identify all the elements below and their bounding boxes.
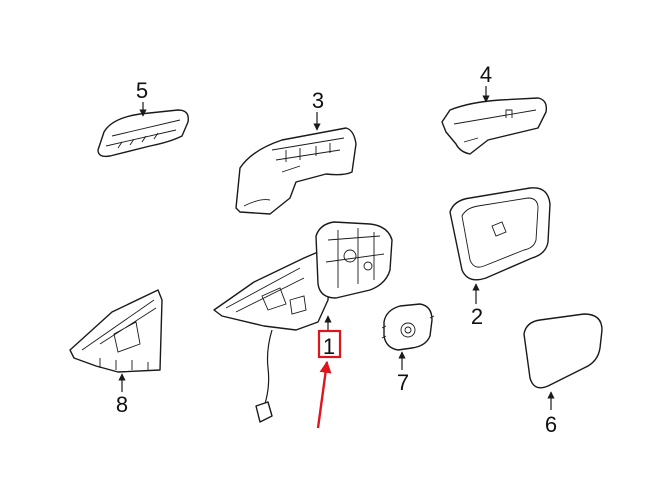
callout-5: 5 (136, 78, 148, 117)
callout-4-label: 4 (480, 62, 492, 87)
callout-8-label: 8 (116, 392, 128, 417)
callout-1: 1 (323, 315, 335, 359)
callout-3-label: 3 (312, 88, 324, 113)
callout-5-label: 5 (136, 78, 148, 103)
part-3-housing-cover (235, 127, 357, 215)
part-6-mirror-glass (523, 313, 603, 389)
part-2-glass-frame (449, 187, 551, 281)
callout-2-label: 2 (471, 304, 483, 329)
callout-7-label: 7 (397, 370, 409, 395)
callout-4: 4 (480, 62, 492, 103)
callout-3: 3 (312, 88, 324, 131)
part-8-sail-trim (69, 289, 163, 373)
callout-2: 2 (471, 283, 483, 329)
callout-1-highlight (316, 329, 342, 429)
callout-8: 8 (116, 373, 128, 417)
part-1-mirror-assembly (213, 221, 393, 423)
part-4-upper-cover (441, 97, 548, 155)
callout-6-label: 6 (545, 412, 557, 437)
callout-1-label: 1 (323, 334, 335, 359)
highlight-box (317, 329, 342, 359)
callout-6: 6 (545, 391, 557, 437)
callout-7: 7 (397, 351, 409, 395)
highlight-arrow (316, 360, 332, 429)
part-5-cover-trim (97, 109, 189, 158)
part-7-motor (381, 303, 435, 351)
